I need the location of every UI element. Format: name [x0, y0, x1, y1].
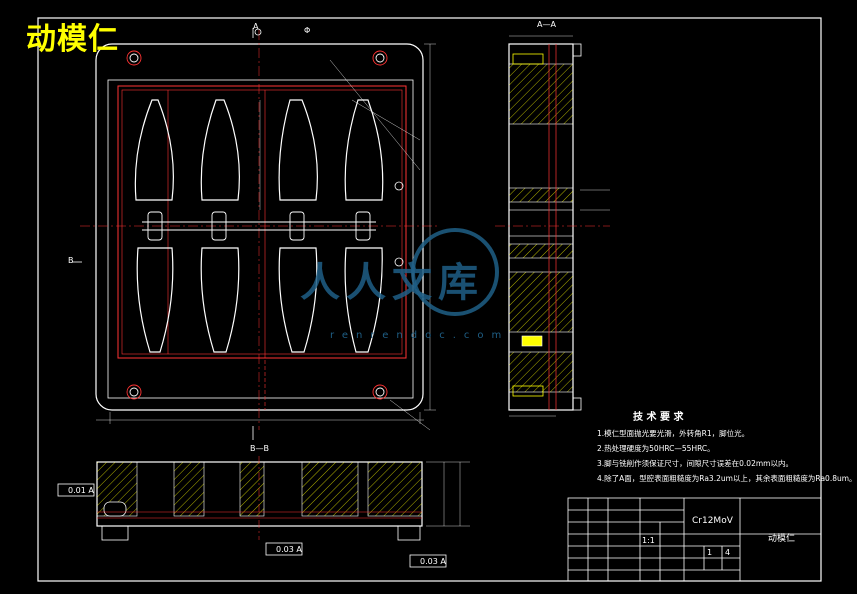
title-block-sheet: 1 [707, 548, 713, 557]
title-block [567, 497, 822, 582]
watermark-graphic [411, 228, 499, 316]
plan-view [72, 28, 438, 440]
tolerance-flatness: 0.01 A [68, 486, 94, 495]
part-name-label: 动模仁 [768, 534, 796, 544]
technical-requirements-title: 技 术 要 求 [633, 412, 684, 423]
side-section-view [495, 35, 610, 417]
technical-note-3: 3.脚与铣削作须保证尺寸，间隙尺寸误差在0.02mm以内。 [597, 459, 793, 468]
section-label-a-top: A [253, 22, 259, 31]
technical-note-2: 2.热处理硬度为50HRC—55HRC。 [597, 444, 715, 453]
watermark-brand: 人人文库 [300, 260, 484, 306]
title-block-count: 4 [725, 548, 731, 557]
section-bb-label: B—B [250, 444, 269, 453]
tolerance-parallel-2: 0.03 A [420, 557, 446, 566]
section-aa-label: A—A [537, 20, 556, 29]
title-block-scale: 1:1 [642, 536, 655, 545]
section-b-mark: B [68, 256, 74, 265]
watermark-url: renrendoc.com [330, 330, 510, 341]
material-label: Cr12MoV [692, 516, 733, 526]
technical-note-4: 4.除了A面，型腔表面粗糙度为Ra3.2um以上，其余表面粗糙度为Ra0.8um… [597, 474, 857, 483]
tolerance-parallel-1: 0.03 A [276, 545, 302, 554]
section-bb-view [96, 456, 470, 541]
tolerance-frames [57, 483, 447, 568]
technical-note-1: 1.模仁型面抛光要光滑，外转角R1，脚位光。 [597, 429, 750, 438]
drawing-title: 动模仁 [26, 22, 119, 57]
phi-symbol: Φ [304, 26, 311, 35]
drawing-frame [37, 17, 822, 582]
